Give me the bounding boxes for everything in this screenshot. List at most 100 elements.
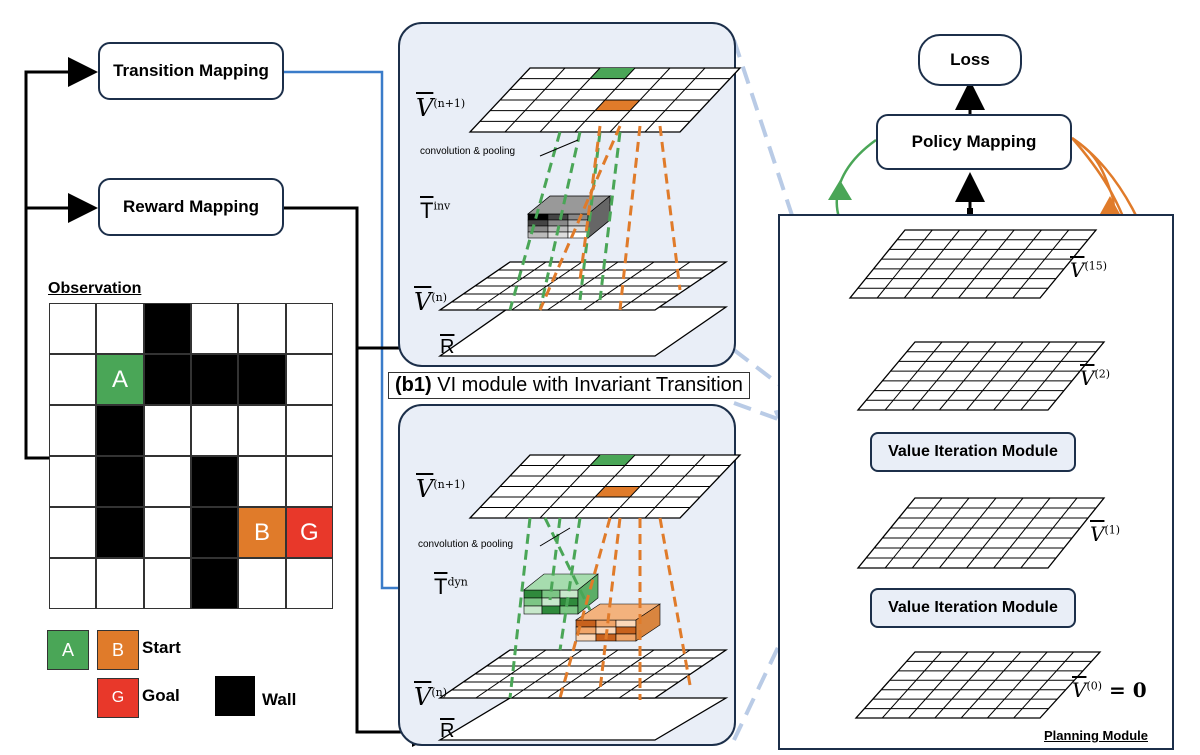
bottom-r-label: R [440, 720, 455, 742]
maze-cell [49, 354, 97, 405]
bottom-conv-label: convolution & pooling [418, 539, 514, 550]
plan-v2-grid [856, 341, 1106, 411]
top-tinv-label: Tinv [420, 198, 450, 224]
legend-goal-label: Goal [142, 686, 180, 705]
legend-wall-swatch [215, 676, 255, 716]
maze-cell [96, 507, 144, 558]
loss-box[interactable]: Loss [918, 34, 1022, 86]
maze-cell [238, 405, 286, 456]
maze-cell [285, 405, 333, 456]
maze-cell [143, 303, 191, 354]
vim-top-label: Value Iteration Module [888, 443, 1058, 460]
v0-eq: = 0 [1102, 678, 1147, 702]
maze-cell [191, 405, 239, 456]
caption-prefix: (b1) [395, 374, 432, 396]
bottom-tdyn-label: Tdyn [434, 574, 468, 600]
maze-cell [191, 456, 239, 507]
v15-symbol: V [1070, 258, 1085, 282]
maze-cell [96, 405, 144, 456]
legend-agent-swatch: A [47, 630, 89, 670]
top-vn-label: V(n) [414, 288, 448, 316]
top-vnext-grid [468, 67, 742, 133]
maze-cell: A [96, 354, 144, 405]
top-vn-sup: (n) [431, 291, 448, 304]
bottom-vnext-sup: (n+1) [433, 478, 466, 491]
maze-cell [143, 456, 191, 507]
v15-label: V(15) [1070, 258, 1107, 282]
bottom-conv-pointer [539, 527, 571, 547]
legend-start-letter: B [111, 639, 124, 660]
loss-label: Loss [950, 50, 990, 69]
top-vn-grid [437, 261, 729, 311]
planning-module-title: Planning Module [1044, 728, 1148, 743]
reward-to-r-arrows [284, 206, 442, 747]
v0-label: V(0) = 0 [1072, 678, 1147, 702]
legend-wall-label: Wall [262, 690, 297, 709]
green-triangle [828, 180, 852, 200]
v15-sup: (15) [1084, 259, 1108, 273]
bottom-t-sup: dyn [447, 575, 468, 589]
bottom-vn-sup: (n) [431, 686, 448, 699]
maze-cell [49, 456, 97, 507]
v0-symbol: V [1072, 678, 1087, 702]
v1-label: V(1) [1090, 522, 1120, 546]
observation-feed-arrows [24, 57, 98, 460]
bottom-vnext-label: V(n+1) [416, 475, 466, 503]
v0-sup: (0) [1086, 679, 1103, 693]
bottom-t-symbol: T [434, 574, 448, 599]
legend-goal-letter: G [111, 689, 125, 706]
v1-symbol: V [1090, 522, 1105, 546]
top-t-sup: inv [433, 199, 451, 213]
maze-cell [191, 303, 239, 354]
maze-cell [49, 405, 97, 456]
legend-start-label: Start [142, 638, 181, 657]
policy-mapping-label: Policy Mapping [911, 132, 1037, 151]
plan-v0-grid [854, 651, 1102, 719]
value-iteration-module-bottom[interactable]: Value Iteration Module [870, 588, 1076, 628]
maze-cell [238, 303, 286, 354]
top-r-label: R [440, 336, 455, 358]
maze-cell [238, 456, 286, 507]
observation-title: Observation [48, 280, 142, 297]
top-conv-pyramid [508, 125, 682, 311]
maze-cell [191, 354, 239, 405]
maze-cell [191, 558, 239, 609]
maze-cell [238, 354, 286, 405]
maze-cell [143, 405, 191, 456]
v2-label: V(2) [1080, 366, 1110, 390]
legend-agent-letter: A [61, 639, 74, 660]
transition-mapping-label: Transition Mapping [113, 61, 269, 80]
maze-cell [49, 507, 97, 558]
vim-bottom-label: Value Iteration Module [888, 599, 1058, 616]
legend-goal-swatch: G [97, 678, 139, 718]
reward-mapping-label: Reward Mapping [122, 197, 259, 216]
maze-cell [285, 456, 333, 507]
reward-mapping-box[interactable]: Reward Mapping [98, 178, 284, 236]
maze-cell: B [238, 507, 286, 558]
top-t-symbol: T [420, 198, 434, 223]
v1-sup: (1) [1104, 523, 1121, 537]
value-iteration-module-top[interactable]: Value Iteration Module [870, 432, 1076, 472]
maze-cell [285, 558, 333, 609]
top-vnext-sup: (n+1) [433, 97, 466, 110]
maze-cell [96, 558, 144, 609]
plan-v15-grid [848, 229, 1098, 299]
top-vnext-label: V(n+1) [416, 94, 466, 122]
maze-cell [143, 558, 191, 609]
maze-cell [49, 303, 97, 354]
caption-text: VI module with Invariant Transition [431, 374, 743, 396]
maze-cell [191, 507, 239, 558]
maze-cell [49, 558, 97, 609]
maze-cell [285, 303, 333, 354]
policy-mapping-box[interactable]: Policy Mapping [876, 114, 1072, 170]
v2-symbol: V [1080, 366, 1095, 390]
maze-cell [143, 507, 191, 558]
top-conv-pointer [539, 139, 579, 157]
maze-cell [96, 303, 144, 354]
maze-cell: G [285, 507, 333, 558]
transition-mapping-box[interactable]: Transition Mapping [98, 42, 284, 100]
bottom-vnext-grid [468, 454, 742, 519]
top-conv-label: convolution & pooling [420, 146, 516, 157]
